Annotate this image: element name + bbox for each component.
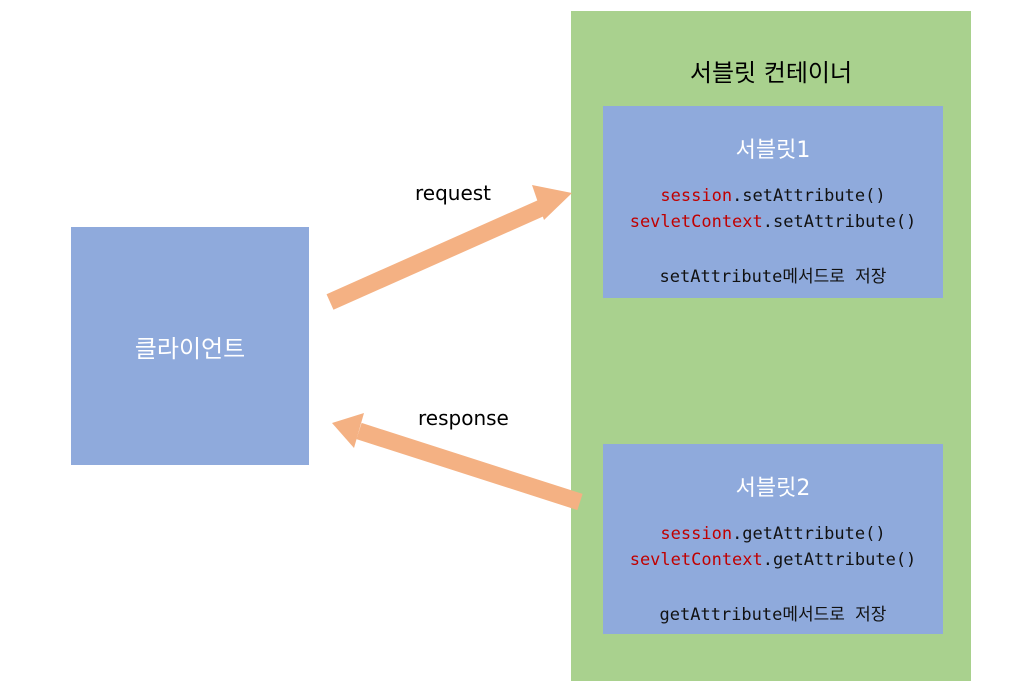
servlet2-line2-call: .getAttribute(): [762, 550, 917, 570]
servlet2-code-line2: sevletContext.getAttribute(): [603, 550, 943, 570]
servlet2-note: getAttribute메서드로 저장: [659, 605, 887, 625]
client-box: 클라이언트: [71, 227, 309, 465]
response-label: response: [418, 406, 509, 430]
client-label: 클라이언트: [134, 334, 246, 363]
servlet2-box: 서블릿2 session.getAttribute() sevletContex…: [603, 444, 943, 634]
request-arrow-shaft: [326, 197, 552, 310]
response-arrow-head: [332, 413, 364, 448]
servlet2-line1-call: .getAttribute(): [732, 524, 886, 544]
servlet1-code-line2: sevletContext.setAttribute(): [603, 212, 943, 232]
servlet1-code-line1: session.setAttribute(): [603, 186, 943, 206]
container-title: 서블릿 컨테이너: [689, 59, 853, 87]
servlet1-line2-call: .setAttribute(): [762, 212, 917, 232]
servlet1-box: 서블릿1 session.setAttribute() sevletContex…: [603, 106, 943, 298]
servlet1-title: 서블릿1: [735, 138, 811, 163]
servlet1-note: setAttribute메서드로 저장: [659, 267, 887, 287]
request-label: request: [415, 181, 492, 205]
servlet1-line1-call: .setAttribute(): [732, 186, 886, 206]
servlet2-code-line1: session.getAttribute(): [603, 524, 943, 544]
servlet2-line1-object: session: [660, 524, 733, 544]
servlet1-line2-object: sevletContext: [629, 212, 763, 232]
request-arrow-head: [532, 185, 572, 220]
servlet1-line1-object: session: [660, 186, 733, 206]
response-arrow-shaft: [356, 422, 583, 511]
servlet2-line2-object: sevletContext: [629, 550, 763, 570]
servlet2-title: 서블릿2: [735, 476, 811, 501]
